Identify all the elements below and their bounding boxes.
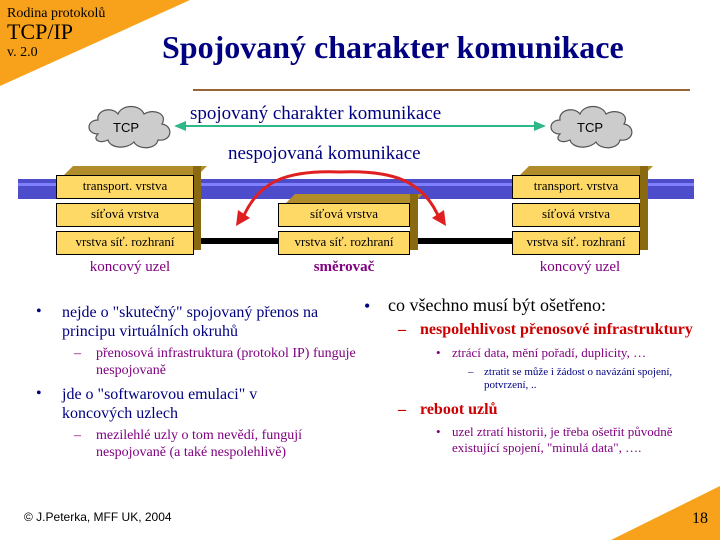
interface-layer-box: vrstva síť. rozhraní xyxy=(278,231,410,255)
dash-icon: – xyxy=(74,428,81,443)
right-dash-2: reboot uzlů xyxy=(420,401,498,418)
right-subsub-1: ztratit se může i žádost o navázání spoj… xyxy=(484,366,673,391)
router-label: směrovač xyxy=(313,259,375,275)
right-bullet-3: uzel ztratí historii, je třeba ošetřit p… xyxy=(452,424,673,455)
transport-band-highlight xyxy=(18,183,694,186)
corner-decoration xyxy=(0,0,190,86)
box-side xyxy=(410,194,418,250)
transport-layer-box: transport. vrstva xyxy=(512,175,640,199)
interface-layer-box: vrstva síť. rozhraní xyxy=(512,231,640,255)
network-layer-box: síťová vrstva xyxy=(56,203,194,227)
cloud-right-label: TCP xyxy=(577,120,603,135)
dash-icon: – xyxy=(398,321,406,338)
page-title: Spojovaný charakter komunikace xyxy=(162,29,624,65)
bullet-icon: • xyxy=(364,296,371,316)
connectionless-label: nespojovaná komunikace xyxy=(228,143,421,164)
bullet-icon: • xyxy=(36,385,42,402)
bullet-icon: • xyxy=(436,424,441,439)
connected-label: spojovaný charakter komunikace xyxy=(190,103,442,124)
dash-icon: – xyxy=(74,346,81,361)
transport-layer-box: transport. vrstva xyxy=(56,175,194,199)
network-layer-box: síťová vrstva xyxy=(512,203,640,227)
protocol-label: TCP/IP xyxy=(7,19,74,44)
left-sub-1: přenosová infrastruktura (protokol IP) f… xyxy=(96,346,356,378)
left-sub-2: mezilehlé uzly o tom nevědí, fungují nes… xyxy=(96,428,303,460)
title-rule xyxy=(193,89,690,91)
cloud-icon xyxy=(550,105,633,149)
node-label: koncový uzel xyxy=(539,259,621,275)
right-bullet-1: co všechno musí být ošetřeno: xyxy=(388,295,606,315)
link-line xyxy=(194,238,278,244)
cloud-icon xyxy=(88,105,171,149)
curved-arrow-icon xyxy=(236,170,446,226)
network-layer-box: síťová vrstva xyxy=(278,203,410,227)
footer-copyright: © J.Peterka, MFF UK, 2004 xyxy=(24,510,172,524)
box-top xyxy=(520,166,653,175)
box-top xyxy=(64,166,207,175)
cloud-left-label: TCP xyxy=(113,120,139,135)
node-label: koncový uzel xyxy=(89,259,171,275)
interface-layer-box: vrstva síť. rozhraní xyxy=(56,231,194,255)
page-number: 18 xyxy=(692,510,708,527)
box-side xyxy=(193,166,201,250)
version-label: v. 2.0 xyxy=(7,45,38,60)
dash-icon: – xyxy=(468,366,474,378)
left-bullet-1: nejde o "skutečný" spojovaný přenos na p… xyxy=(62,304,319,340)
left-bullet-2: jde o "softwarovou emulaci" v koncových … xyxy=(62,386,258,422)
corner-decoration xyxy=(611,486,720,540)
dash-icon: – xyxy=(398,401,406,418)
right-bullet-2: ztrácí data, mění pořadí, duplicity, … xyxy=(452,345,647,360)
double-arrow-icon xyxy=(174,121,546,131)
series-label: Rodina protokolů xyxy=(7,6,106,21)
link-line xyxy=(410,238,512,244)
bullet-icon: • xyxy=(36,303,42,320)
bullet-icon: • xyxy=(436,345,441,360)
box-side xyxy=(640,166,648,250)
right-dash-1: nespolehlivost přenosové infrastruktury xyxy=(420,321,693,338)
